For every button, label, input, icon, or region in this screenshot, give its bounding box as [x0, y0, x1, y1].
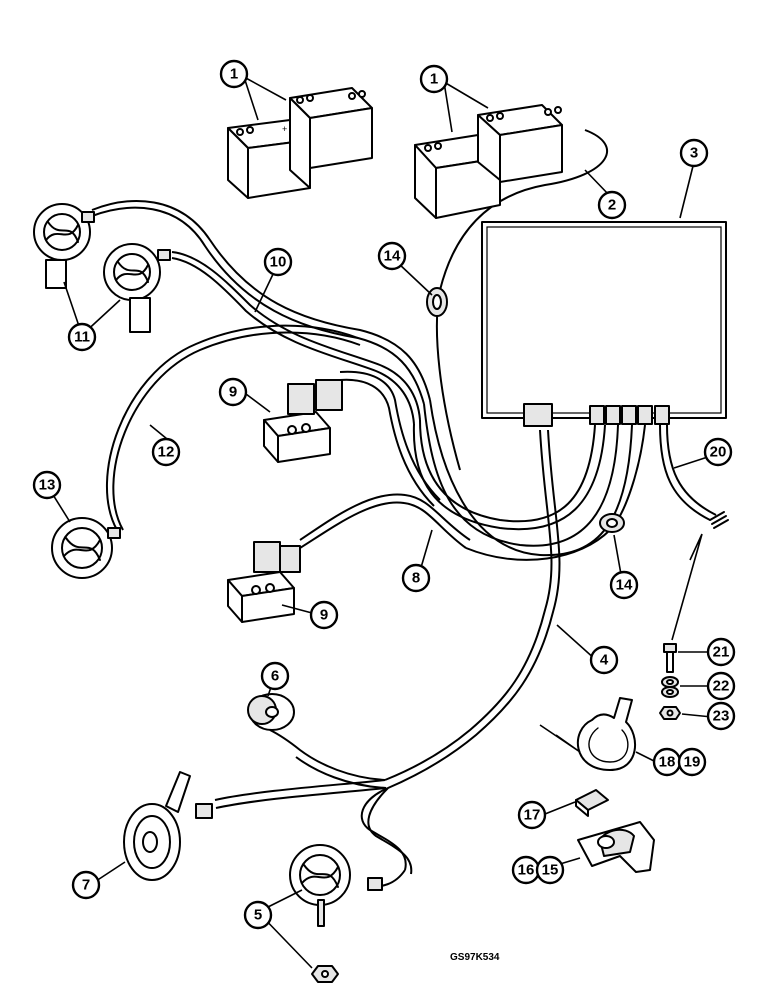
- relay-icon: [227, 541, 301, 623]
- svg-text:14: 14: [384, 248, 401, 265]
- svg-text:9: 9: [320, 607, 328, 624]
- callout-1: 1: [419, 64, 449, 94]
- harness-cables: [91, 129, 717, 888]
- battery-icon: [477, 104, 563, 183]
- callout-4: 4: [589, 645, 619, 675]
- callout-5: 5: [243, 900, 273, 930]
- battery-pair-left: +: [227, 87, 373, 199]
- svg-text:10: 10: [270, 254, 287, 271]
- callout-14: 14: [609, 570, 639, 600]
- callout-23: 23: [706, 701, 736, 731]
- switch-icon: [247, 693, 295, 731]
- battery-pair-right: [414, 104, 563, 219]
- callout-2: 2: [597, 190, 627, 220]
- callout-16: 16: [511, 855, 541, 885]
- work-lamp-icon: [51, 517, 121, 579]
- callout-21: 21: [706, 637, 736, 667]
- svg-text:19: 19: [684, 754, 701, 771]
- callout-6: 6: [260, 661, 290, 691]
- callout-3: 3: [679, 138, 709, 168]
- callout-12: 12: [151, 437, 181, 467]
- work-lamp-icon: [289, 844, 383, 927]
- washer-icon: [661, 686, 679, 698]
- grommet-icon: [599, 513, 625, 533]
- svg-text:6: 6: [271, 668, 279, 685]
- bracket-icon: [577, 821, 655, 873]
- svg-text:14: 14: [616, 577, 633, 594]
- svg-text:7: 7: [82, 877, 90, 894]
- callout-7: 7: [71, 870, 101, 900]
- clamp-pad-icon: [575, 789, 609, 817]
- callout-19: 19: [677, 747, 707, 777]
- nut-icon: [659, 706, 681, 720]
- svg-text:8: 8: [412, 570, 420, 587]
- washer-icon: [661, 676, 679, 688]
- svg-text:15: 15: [542, 862, 559, 879]
- fuse-box-icon: [481, 221, 727, 427]
- svg-text:+: +: [282, 124, 287, 134]
- harness-4: [384, 429, 553, 781]
- callout-14: 14: [377, 241, 407, 271]
- svg-text:23: 23: [713, 708, 730, 725]
- harness-10: [91, 200, 431, 401]
- callout-10: 10: [263, 247, 293, 277]
- battery-cable: [439, 129, 608, 291]
- work-lamp-icon: [33, 203, 95, 289]
- battery-icon: [289, 87, 373, 189]
- svg-text:13: 13: [39, 477, 56, 494]
- callout-9: 9: [309, 600, 339, 630]
- svg-text:1: 1: [430, 71, 438, 88]
- harness-8: [299, 493, 471, 541]
- callout-15: 15: [535, 855, 565, 885]
- svg-text:1: 1: [230, 66, 238, 83]
- svg-text:22: 22: [713, 678, 730, 695]
- svg-text:12: 12: [158, 444, 175, 461]
- work-lamp-icon: [103, 243, 171, 333]
- callout-17: 17: [517, 800, 547, 830]
- callout-13: 13: [32, 470, 62, 500]
- svg-text:20: 20: [710, 444, 727, 461]
- callout-11: 11: [67, 322, 97, 352]
- callout-9: 9: [218, 377, 248, 407]
- clamp-icon: [577, 697, 637, 771]
- svg-text:4: 4: [600, 652, 609, 669]
- nut-icon: [311, 965, 339, 983]
- harness-12: [112, 331, 361, 531]
- svg-text:3: 3: [690, 145, 698, 162]
- callout-22: 22: [706, 671, 736, 701]
- horn-icon: [123, 771, 213, 881]
- callout-20: 20: [703, 437, 733, 467]
- callout-18: 18: [652, 747, 682, 777]
- battery-cable-lower: [435, 289, 461, 471]
- svg-text:16: 16: [518, 862, 535, 879]
- svg-text:11: 11: [74, 329, 90, 346]
- svg-text:17: 17: [524, 807, 541, 824]
- drawing-id: GS97K534: [450, 952, 500, 963]
- callout-1: 1: [219, 59, 249, 89]
- svg-text:21: 21: [713, 644, 730, 661]
- bolt-icon: [663, 643, 677, 673]
- relay-icon: [263, 379, 343, 463]
- callout-8: 8: [401, 563, 431, 593]
- svg-text:2: 2: [608, 197, 616, 214]
- harness-20: [659, 424, 711, 521]
- box-connectors: [523, 403, 670, 427]
- svg-text:5: 5: [254, 907, 262, 924]
- svg-text:9: 9: [229, 384, 237, 401]
- svg-text:18: 18: [659, 754, 676, 771]
